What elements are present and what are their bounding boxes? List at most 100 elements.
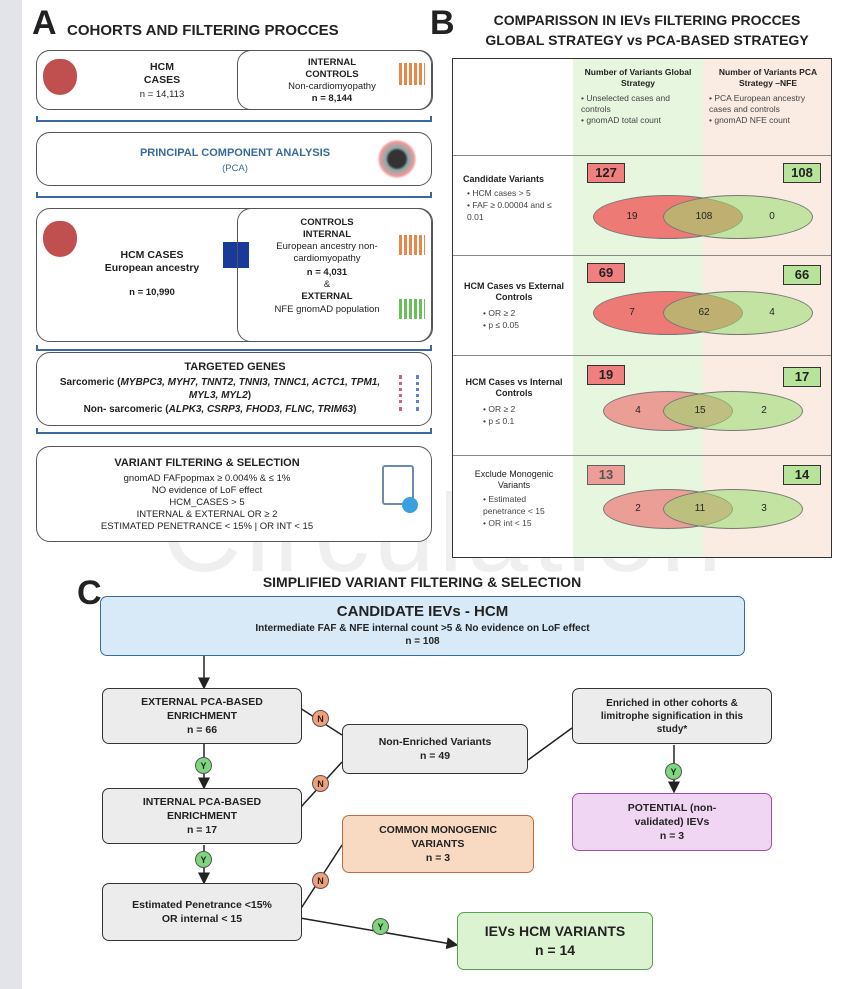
cohort-box: HCM CASES n = 14,113 INTERNAL CONTROLS N… [36, 50, 433, 110]
comparison-table: Number of Variants Global Strategy Unsel… [452, 58, 832, 558]
row-bullet: FAF ≥ 0.00004 and ≤ 0.01 [467, 199, 567, 223]
row-title: Exclude Monogenic Variants [474, 469, 554, 490]
global-count: 13 [587, 465, 625, 485]
candidate-n: n = 108 [405, 636, 440, 647]
genes-sarcomeric: Sarcomeric (MYBPC3, MYH7, TNNT2, TNNI3, … [59, 377, 381, 401]
venn-mid: 11 [694, 503, 706, 514]
venn-right: 4 [769, 307, 775, 318]
internal-n: n = 17 [186, 824, 218, 836]
internal-sub: Non-cardiomyopathy [288, 81, 376, 92]
nonenriched-n: n = 49 [419, 750, 451, 762]
potential-box: POTENTIAL (non-validated) IEVs n = 3 [572, 793, 772, 851]
venn-mid: 108 [695, 211, 713, 222]
pca-col-title: Number of Variants PCA Strategy –NFE [718, 67, 818, 88]
pca-title: PRINCIPAL COMPONENT ANALYSIS [139, 147, 331, 159]
common-box: COMMON MONOGENIC VARIANTS n = 3 [342, 815, 534, 873]
yes-badge: Y [372, 918, 389, 935]
filter-title: VARIANT FILTERING & SELECTION [114, 457, 300, 469]
pca-count: 14 [783, 465, 821, 485]
check-icon [402, 497, 418, 513]
external-enrichment-box: EXTERNAL PCA-BASED ENRICHMENT n = 66 [102, 688, 302, 744]
row-title: HCM Cases vs Internal Controls [465, 377, 563, 398]
panel-c-letter: C [77, 574, 102, 612]
nonenriched-box: Non-Enriched Variants n = 49 [342, 724, 528, 774]
controls-external-desc: NFE gnomAD population [274, 304, 380, 315]
filtering-box: VARIANT FILTERING & SELECTION gnomAD FAF… [36, 446, 432, 542]
population-icon [399, 299, 425, 319]
enriched-other-box: Enriched in other cohorts & limitrophe s… [572, 688, 772, 744]
internal-title: INTERNAL PCA-BASED ENRICHMENT [142, 796, 262, 822]
hcm-title2: CASES [143, 74, 181, 86]
panel-a-title: COHORTS AND FILTERING PROCCES [67, 22, 339, 39]
controls-n: n = 4,031 [306, 267, 348, 278]
venn-mid: 62 [698, 307, 710, 318]
no-badge: N [312, 710, 329, 727]
filter-line: INTERNAL & EXTERNAL OR ≥ 2 [136, 509, 278, 520]
pca-abbr: (PCA) [222, 163, 248, 174]
row-bullet: p ≤ 0.1 [483, 415, 563, 427]
internal-n: n = 8,144 [311, 93, 353, 104]
hcm-eu-sub: European ancestry [104, 262, 200, 274]
venn-right: 2 [761, 405, 767, 416]
row-bullet: OR int < 15 [483, 517, 569, 529]
hcm-n: n = 14,113 [139, 89, 185, 100]
controls-external: EXTERNAL [301, 291, 353, 302]
row-divider [453, 155, 831, 156]
row-title: Candidate Variants [463, 174, 545, 184]
row-bullet: OR ≥ 2 [483, 403, 563, 415]
panel-a-letter: A [32, 4, 57, 42]
genes-nonsarcomeric: Non- sarcomeric (ALPK3, CSRP3, FHOD3, FL… [83, 404, 357, 415]
eu-flag-icon [223, 242, 249, 268]
enriched-other-title: Enriched in other cohorts & limitrophe s… [600, 697, 744, 735]
row-bullet: HCM cases > 5 [467, 187, 567, 199]
bracket [36, 192, 432, 198]
population-icon [399, 63, 425, 85]
row-divider [453, 455, 831, 456]
yes-badge: Y [665, 763, 682, 780]
panel-b-title1: COMPARISSON IN IEVs FILTERING PROCCES [493, 12, 801, 28]
pca-bullet: gnomAD NFE count [709, 115, 829, 126]
internal-title: INTERNAL [307, 57, 357, 68]
no-badge: N [312, 775, 329, 792]
global-col-title: Number of Variants Global Strategy [584, 67, 692, 88]
global-count: 127 [587, 163, 625, 183]
venn-left: 2 [635, 503, 641, 514]
penetrance-title: Estimated Penetrance <15% OR internal < … [132, 899, 272, 925]
row-divider [453, 355, 831, 356]
bracket [36, 428, 432, 434]
common-title: COMMON MONOGENIC VARIANTS [379, 824, 497, 850]
controls-box [237, 208, 433, 342]
external-n: n = 66 [186, 724, 218, 736]
panel-c-title: SIMPLIFIED VARIANT FILTERING & SELECTION [262, 574, 582, 590]
row-bullet: OR ≥ 2 [483, 307, 563, 319]
iev-box: IEVs HCM VARIANTS n = 14 [457, 912, 653, 970]
global-bullet: Unselected cases and controls [581, 93, 699, 115]
pca-count: 108 [783, 163, 821, 183]
global-count: 69 [587, 263, 625, 283]
venn-pca [663, 291, 813, 335]
controls-amp: & [323, 279, 331, 290]
bracket [36, 116, 432, 122]
potential-title: POTENTIAL (non-validated) IEVs [627, 802, 717, 828]
potential-n: n = 3 [659, 830, 685, 842]
venn-left: 7 [629, 307, 635, 318]
filter-line: gnomAD FAFpopmax ≥ 0.004% & ≤ 1% [123, 473, 291, 484]
heart-icon [43, 221, 77, 257]
bracket [36, 345, 432, 351]
external-title: EXTERNAL PCA-BASED ENRICHMENT [141, 696, 263, 722]
pca-scatter-icon [377, 139, 417, 179]
yes-badge: Y [195, 757, 212, 774]
iev-n: n = 14 [534, 942, 576, 958]
hcm-eu-n: n = 10,990 [129, 287, 175, 298]
panel-b-letter: B [430, 4, 455, 42]
row-bullet: p ≤ 0.05 [483, 319, 563, 331]
penetrance-box: Estimated Penetrance <15% OR internal < … [102, 883, 302, 941]
row-divider [453, 255, 831, 256]
figure-page: Circulation A COHORTS AND FILTERING PROC… [22, 0, 847, 989]
cohort-eu-box: HCM CASES European ancestry n = 10,990 C… [36, 208, 433, 342]
internal-controls-box [237, 50, 433, 110]
filter-line: ESTIMATED PENETRANCE < 15% | OR INT < 15 [100, 521, 314, 532]
venn-right: 0 [769, 211, 775, 222]
heart-icon [43, 59, 77, 95]
controls-title: CONTROLS [300, 217, 354, 228]
